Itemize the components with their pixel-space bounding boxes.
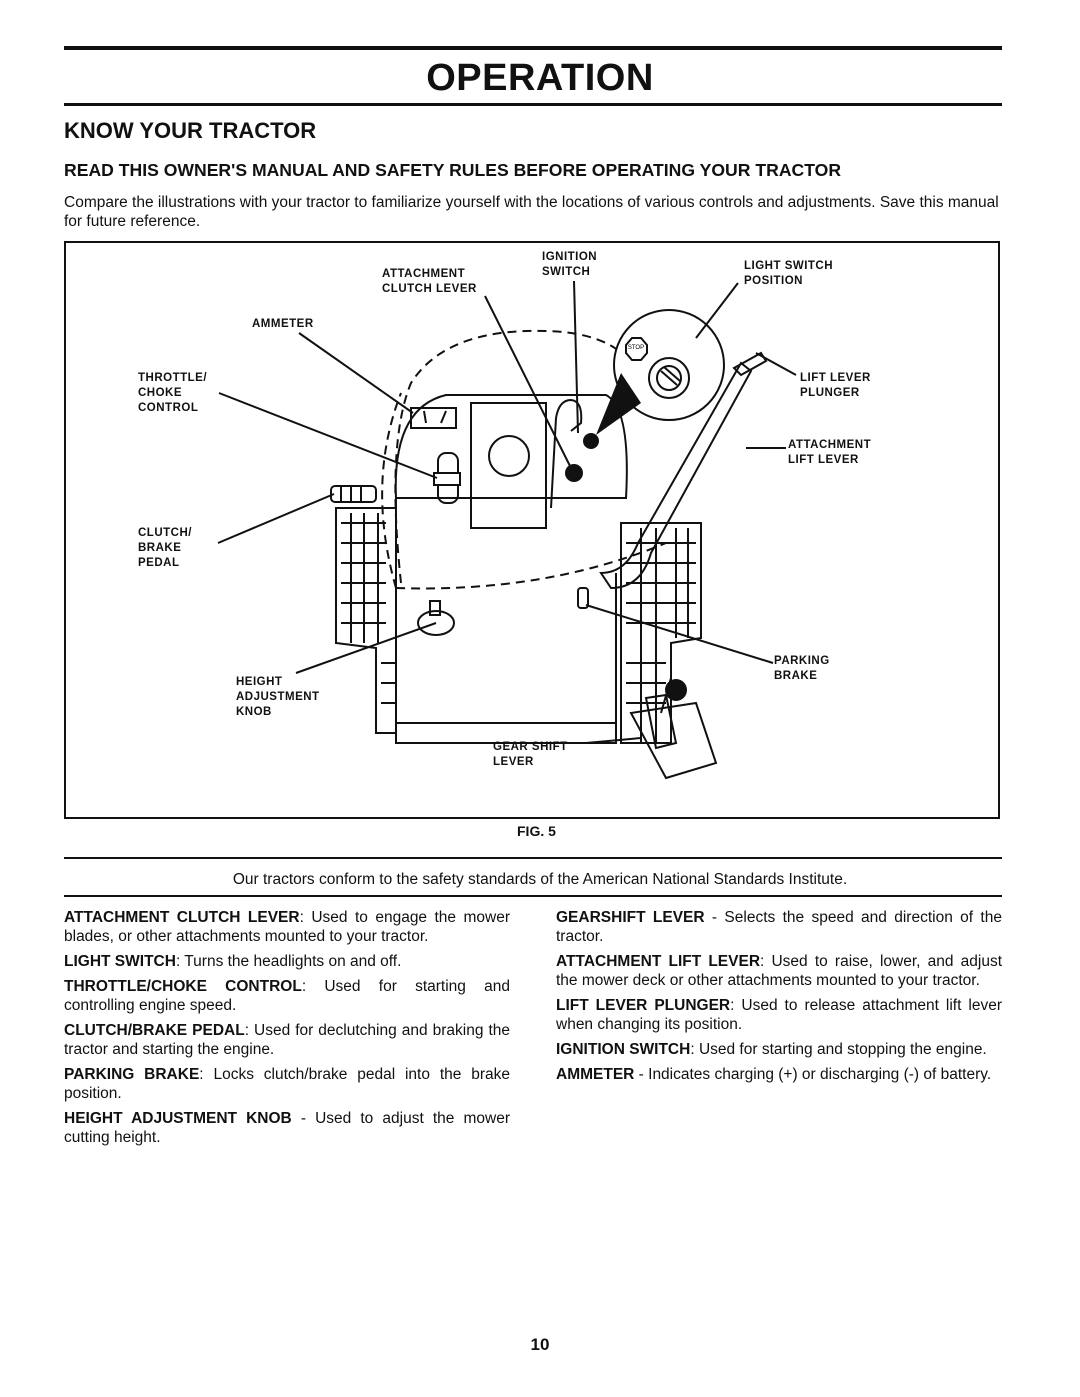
callout-attachment-lift-lever: ATTACHMENT LIFT LEVER	[788, 439, 872, 466]
definition-term: AMMETER	[556, 1066, 635, 1083]
definition-text: : Used for declutching and braking the t…	[64, 1022, 511, 1058]
top-rule	[64, 46, 1002, 50]
definition-text: - Indicates charging (+) or discharging …	[634, 1066, 992, 1083]
definition-text: : Locks clutch/brake pedal into the brak…	[64, 1066, 510, 1102]
definition-item: LIGHT SWITCH: Turns the headlights on an…	[64, 952, 510, 971]
definition-text: : Used to release attachment lift lever …	[556, 997, 1002, 1033]
ansi-rule	[64, 895, 1002, 897]
figure-caption: FIG. 5	[517, 823, 556, 839]
definition-item: ATTACHMENT LIFT LEVER: Used to raise, lo…	[556, 952, 1002, 990]
stop-label: STOP	[628, 345, 644, 351]
definition-term: IGNITION SWITCH	[556, 1041, 691, 1058]
definition-term: LIFT LEVER PLUNGER	[556, 997, 731, 1014]
callout-clutch-brake-pedal: CLUTCH/ BRAKE PEDAL	[138, 527, 192, 569]
definition-item: IGNITION SWITCH: Used for starting and s…	[556, 1040, 1002, 1059]
definition-term: ATTACHMENT CLUTCH LEVER	[64, 909, 300, 926]
definition-text: : Used to raise, lower, and adjust the m…	[556, 953, 1002, 989]
definition-item: CLUTCH/BRAKE PEDAL: Used for declutching…	[64, 1021, 510, 1059]
caption-rule	[64, 857, 1002, 859]
callout-parking-brake: PARKING BRAKE	[774, 655, 830, 682]
definition-item: HEIGHT ADJUSTMENT KNOB - Used to adjust …	[64, 1109, 510, 1147]
callout-height-adjustment-knob: HEIGHT ADJUSTMENT KNOB	[236, 676, 320, 718]
right-column: GEARSHIFT LEVER - Selects the speed and …	[556, 908, 1002, 1090]
definition-text: : Used for starting and stopping the eng…	[690, 1041, 987, 1058]
definition-item: PARKING BRAKE: Locks clutch/brake pedal …	[64, 1065, 510, 1103]
callout-ignition-switch: IGNITION SWITCH	[542, 251, 598, 278]
section-subtitle: READ THIS OWNER'S MANUAL AND SAFETY RULE…	[64, 160, 842, 180]
header-underline	[64, 103, 1002, 106]
definition-term: CLUTCH/BRAKE PEDAL	[64, 1022, 245, 1039]
definition-item: GEARSHIFT LEVER - Selects the speed and …	[556, 908, 1002, 946]
definition-text: : Turns the headlights on and off.	[175, 953, 402, 970]
definition-term: LIGHT SWITCH	[64, 953, 176, 970]
section-title: KNOW YOUR TRACTOR	[64, 118, 317, 143]
ansi-note: Our tractors conform to the safety stand…	[232, 871, 848, 888]
definition-text: : Used for starting and controlling engi…	[64, 978, 511, 1014]
definition-term: THROTTLE/CHOKE CONTROL	[64, 978, 302, 995]
callout-attachment-clutch-lever: ATTACHMENT CLUTCH LEVER	[382, 268, 477, 295]
callout-lift-lever-plunger: LIFT LEVER PLUNGER	[800, 372, 871, 399]
callout-throttle-choke-control: THROTTLE/ CHOKE CONTROL	[138, 372, 208, 414]
page-header-title: OPERATION	[426, 57, 654, 99]
definition-text: : Used to engage the mower blades, or ot…	[64, 909, 510, 945]
callout-light-switch-position: LIGHT SWITCH POSITION	[744, 260, 834, 287]
intro-paragraph: Compare the illustrations with your trac…	[64, 194, 999, 230]
definition-term: GEARSHIFT LEVER	[556, 909, 705, 926]
tractor-controls-figure: STOP IGNITION SWITCH ATTACHMENT CLUTCH L…	[64, 241, 1000, 819]
page-number: 10	[530, 1335, 550, 1354]
tractor-illustration: STOP	[217, 280, 797, 780]
definition-term: ATTACHMENT LIFT LEVER	[556, 953, 761, 970]
definition-term: PARKING BRAKE	[64, 1066, 200, 1083]
definition-item: AMMETER - Indicates charging (+) or disc…	[556, 1065, 1002, 1084]
definition-term: HEIGHT ADJUSTMENT KNOB	[64, 1110, 292, 1127]
callout-ammeter: AMMETER	[252, 318, 314, 330]
definition-item: ATTACHMENT CLUTCH LEVER: Used to engage …	[64, 908, 510, 946]
definition-item: THROTTLE/CHOKE CONTROL: Used for startin…	[64, 977, 510, 1015]
left-column: ATTACHMENT CLUTCH LEVER: Used to engage …	[64, 908, 510, 1153]
definition-text: - Selects the speed and direction of the…	[556, 909, 1002, 945]
definition-item: LIFT LEVER PLUNGER: Used to release atta…	[556, 996, 1002, 1034]
callout-gear-shift-lever: GEAR SHIFT LEVER	[493, 741, 568, 768]
definition-text: - Used to adjust the mower cutting heigh…	[64, 1110, 510, 1146]
